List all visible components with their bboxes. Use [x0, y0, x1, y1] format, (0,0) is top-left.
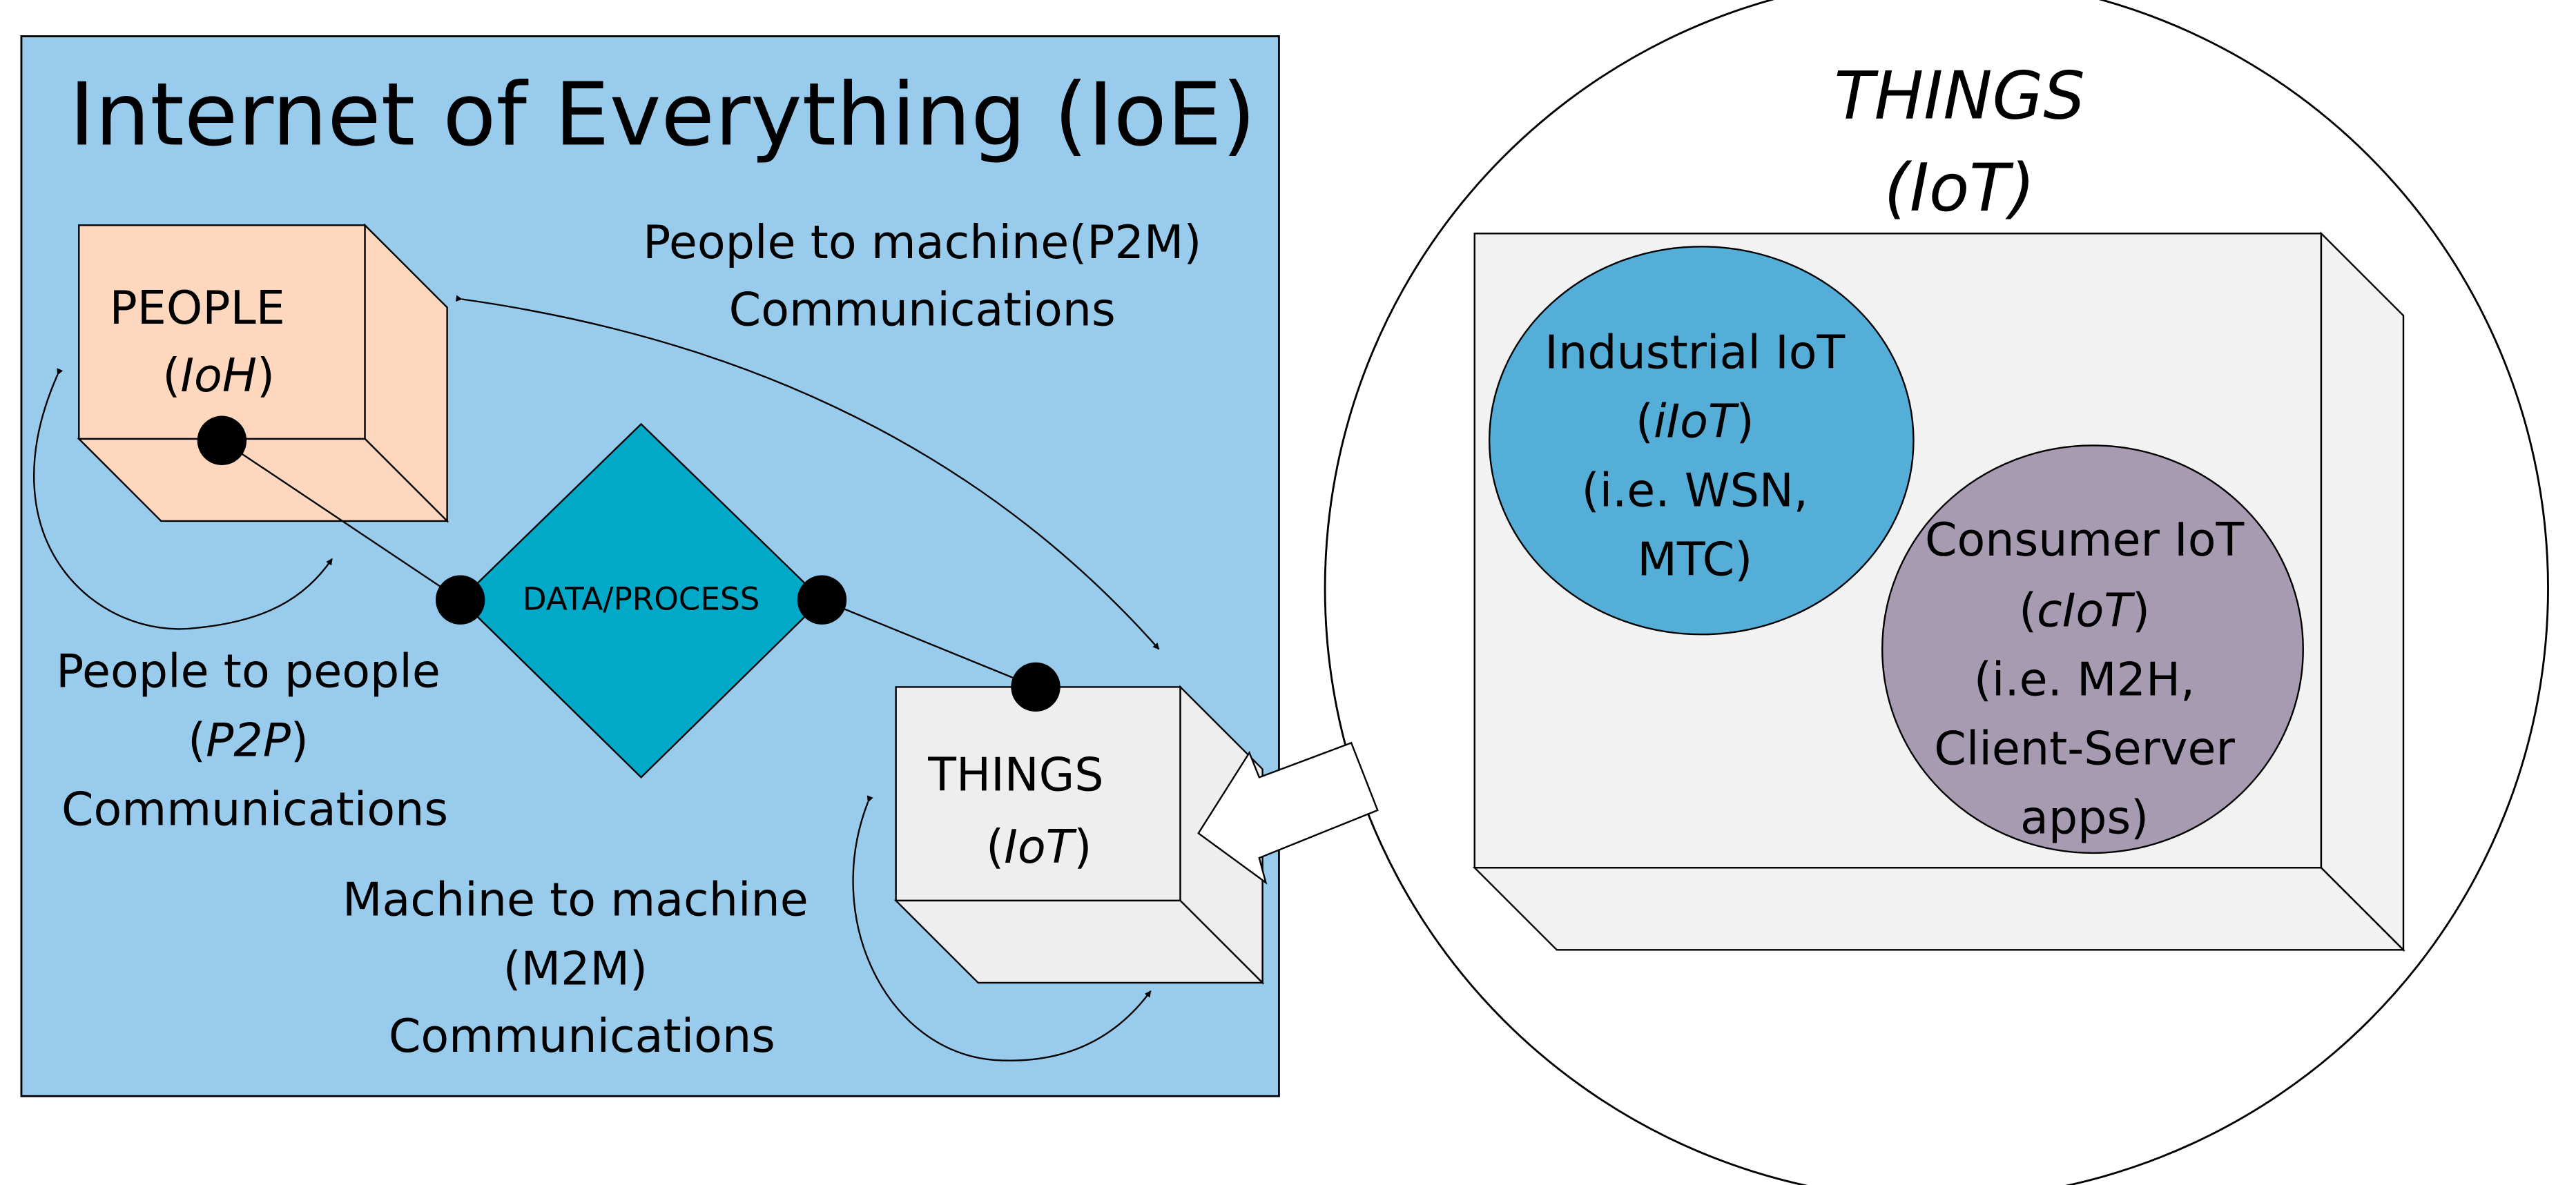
callout-arrow: [1197, 741, 1379, 885]
iiot-line1: Industrial IoT: [1544, 325, 1845, 379]
m2m-label-line1: Machine to machine: [342, 872, 808, 926]
m2m-label-line3: Communications: [389, 1009, 775, 1063]
data-left-dot: [435, 575, 485, 625]
p2p-label-line1: People to people: [56, 644, 440, 698]
m2m-label-line2: (M2M): [503, 941, 648, 995]
people-label: PEOPLE: [110, 281, 285, 335]
people-dot: [197, 415, 247, 465]
iiot-line4: MTC): [1637, 532, 1752, 586]
zoom-title-line1: THINGS: [1834, 59, 2084, 135]
things-sublabel: (IoT): [986, 820, 1092, 874]
data-process-label: DATA/PROCESS: [523, 581, 760, 618]
ciot-line4: Client-Server: [1934, 721, 2235, 775]
industrial-iot-node: Industrial IoT (iIoT) (i.e. WSN, MTC): [1488, 246, 1915, 636]
ciot-line1: Consumer IoT: [1925, 513, 2245, 567]
ioe-title: Internet of Everything (IoE): [69, 64, 1256, 166]
ciot-line2: (cIoT): [2019, 583, 2150, 637]
zoom-title-line2: (IoT): [1884, 150, 2035, 226]
p2p-label-line2: (P2P): [188, 713, 309, 767]
ciot-line5: apps): [2020, 790, 2149, 844]
iiot-line2: (iIoT): [1636, 394, 1754, 448]
p2m-label-line1: People to machine(P2M): [643, 215, 1201, 269]
iiot-line3: (i.e. WSN,: [1582, 463, 1808, 517]
p2p-label-line3: Communications: [61, 782, 448, 836]
things-dot: [1011, 662, 1061, 712]
things-label: THINGS: [927, 747, 1103, 801]
m2m-arrow: [852, 795, 1152, 1061]
people-cube: PEOPLE (IoH): [77, 223, 449, 523]
p2m-arrow: [455, 295, 1160, 650]
data-right-dot: [797, 575, 847, 625]
people-sublabel: (IoH): [162, 349, 275, 402]
ciot-line3: (i.e. M2H,: [1974, 652, 2195, 706]
p2m-label-line2: Communications: [729, 283, 1116, 337]
consumer-iot-node: Consumer IoT (cIoT) (i.e. M2H, Client-Se…: [1881, 444, 2304, 854]
p2p-arrow: [33, 368, 333, 630]
